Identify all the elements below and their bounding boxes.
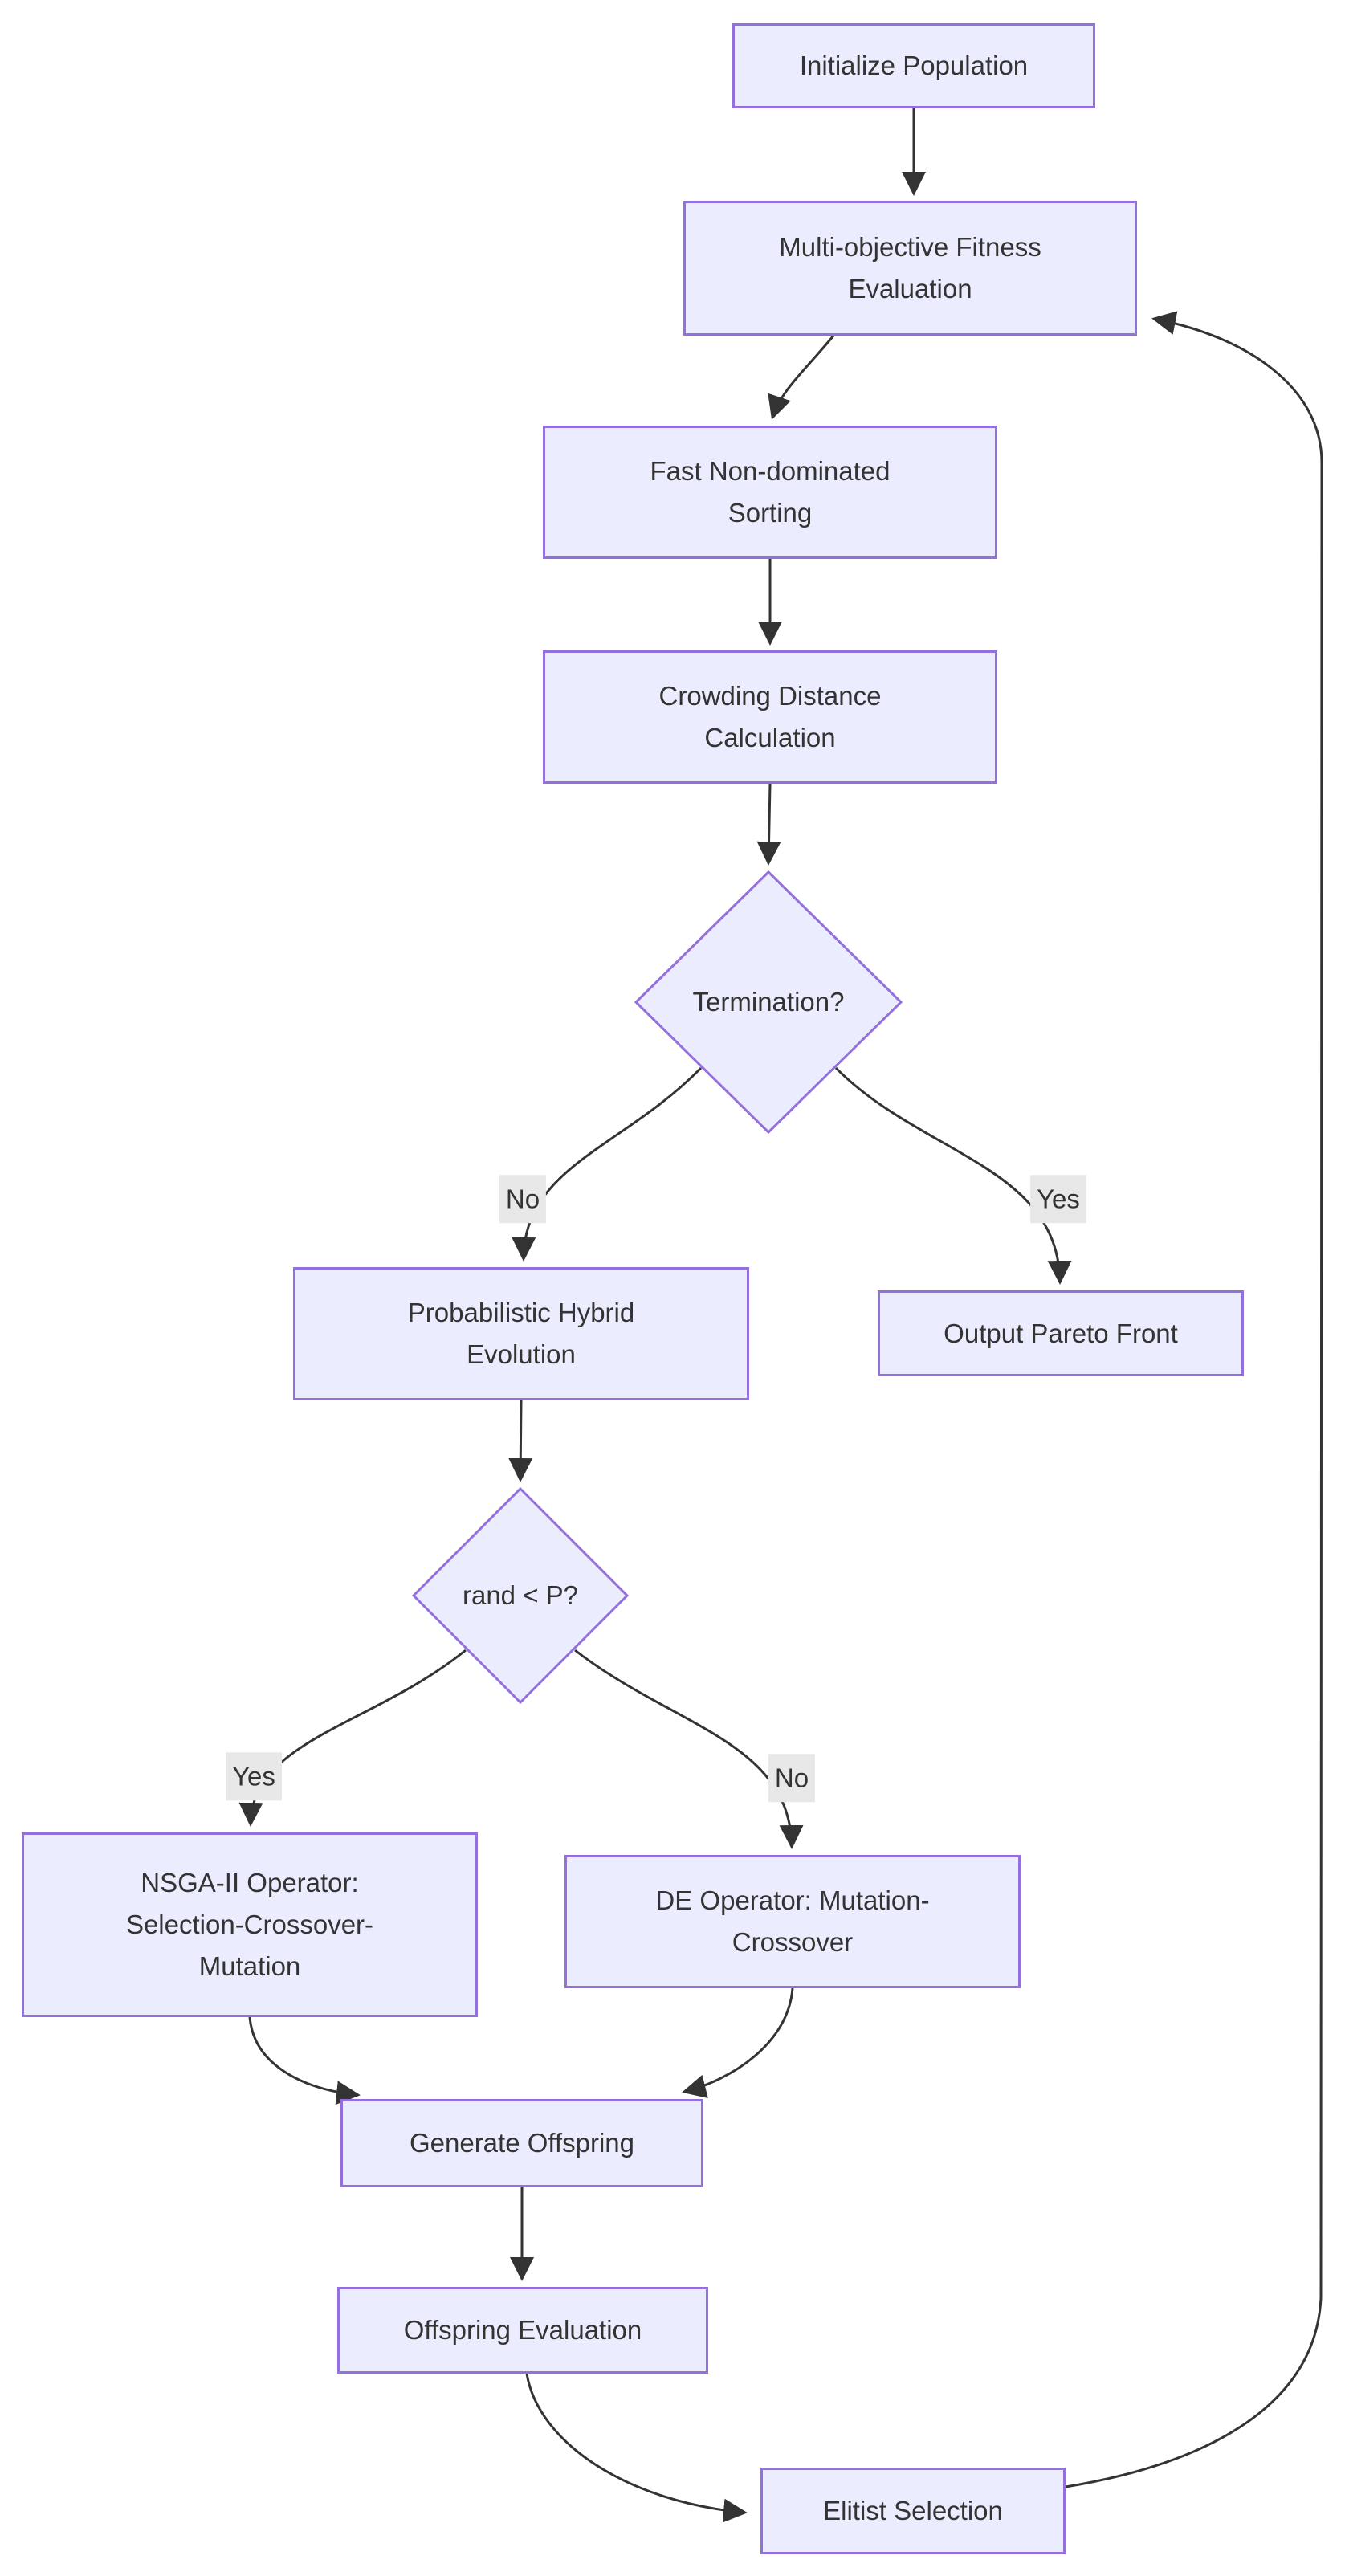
node-multi-objective-fitness-evaluation-label: Multi-objective Fitness Evaluation <box>779 232 1041 304</box>
edge-rand-to-de <box>574 1649 804 1849</box>
edge-elit-to-mofe <box>1065 311 1323 2488</box>
edge-label-term-yes: Yes <box>1030 1175 1086 1223</box>
edge-label-rand-no: No <box>768 1754 816 1802</box>
node-multi-objective-fitness-evaluation: Multi-objective Fitness Evaluation <box>683 201 1137 336</box>
node-generate-offspring: Generate Offspring <box>340 2099 703 2187</box>
edge-term-to-opf <box>834 1066 1072 1285</box>
node-initialize-population: Initialize Population <box>732 23 1095 108</box>
node-de-operator-label: DE Operator: Mutation- Crossover <box>655 1885 930 1957</box>
edge-term-to-phe <box>512 1066 703 1262</box>
node-offspring-evaluation-label: Offspring Evaluation <box>403 2315 642 2345</box>
edge-oeval-to-elit <box>525 2373 748 2523</box>
edge-nsga-to-gen <box>248 2016 361 2105</box>
rand-lt-p-diamond-shape <box>411 1486 630 1705</box>
node-probabilistic-hybrid-evolution: Probabilistic Hybrid Evolution <box>293 1267 749 1400</box>
node-generate-offspring-label: Generate Offspring <box>409 2128 635 2158</box>
node-termination-decision-label: Termination? <box>692 987 845 1017</box>
edge-label-rand-yes: Yes <box>226 1752 282 1800</box>
node-output-pareto-front: Output Pareto Front <box>878 1290 1244 1376</box>
edge-de-to-gen <box>682 1987 794 2098</box>
edge-phe-to-rand <box>508 1400 533 1482</box>
termination-diamond-shape <box>634 870 903 1135</box>
node-termination-decision: Termination? <box>634 870 903 1135</box>
node-output-pareto-front-label: Output Pareto Front <box>944 1318 1178 1348</box>
edge-crowd-to-term <box>756 783 781 866</box>
node-offspring-evaluation: Offspring Evaluation <box>337 2287 708 2374</box>
node-elitist-selection: Elitist Selection <box>760 2468 1066 2554</box>
node-initialize-population-label: Initialize Population <box>799 51 1029 80</box>
node-rand-lt-p-decision-label: rand < P? <box>462 1580 579 1610</box>
edge-label-term-no: No <box>499 1175 547 1223</box>
node-fast-non-dominated-sorting: Fast Non-dominated Sorting <box>543 426 997 559</box>
node-nsga-ii-operator-label: NSGA-II Operator: Selection-Crossover- M… <box>125 1868 374 1981</box>
node-crowding-distance-calculation: Crowding Distance Calculation <box>543 650 997 784</box>
node-crowding-distance-calculation-label: Crowding Distance Calculation <box>658 681 882 752</box>
node-nsga-ii-operator: NSGA-II Operator: Selection-Crossover- M… <box>22 1832 478 2017</box>
node-fast-non-dominated-sorting-label: Fast Non-dominated Sorting <box>650 456 891 528</box>
node-rand-lt-p-decision: rand < P? <box>411 1486 630 1705</box>
node-probabilistic-hybrid-evolution-label: Probabilistic Hybrid Evolution <box>407 1298 635 1369</box>
edge-mofe-to-fast <box>768 335 835 420</box>
node-elitist-selection-label: Elitist Selection <box>823 2496 1003 2525</box>
node-de-operator: DE Operator: Mutation- Crossover <box>564 1855 1021 1988</box>
